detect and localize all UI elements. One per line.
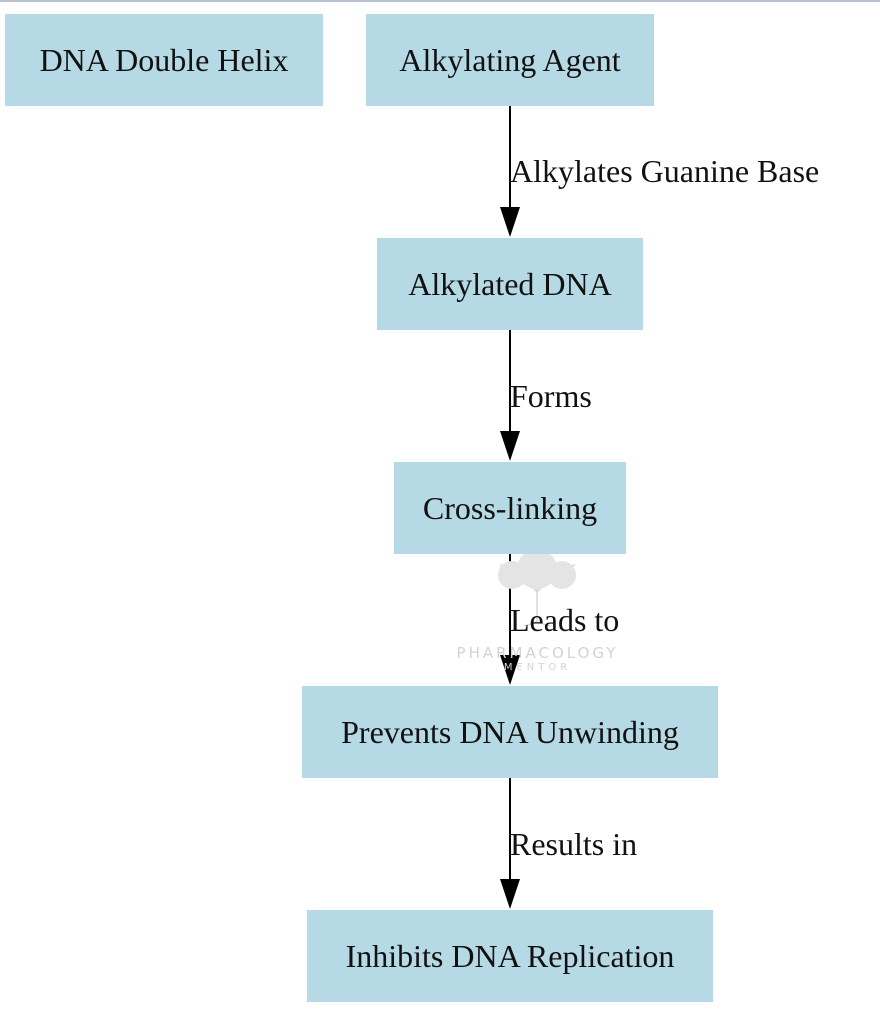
edge-label-leads-to: Leads to — [510, 602, 620, 638]
node-inhibits-dna-replication: Inhibits DNA Replication — [307, 910, 713, 1002]
edge-alkylated-to-crosslinking — [500, 330, 520, 461]
edge-label-alkylates-guanine: Alkylates Guanine Base — [510, 153, 820, 189]
edge-label-forms: Forms — [510, 378, 592, 414]
edge-agent-to-alkylated — [500, 106, 520, 237]
node-prevents-dna-unwinding: Prevents DNA Unwinding — [302, 686, 718, 778]
node-dna-double-helix: DNA Double Helix — [5, 14, 323, 106]
node-cross-linking: Cross-linking — [394, 462, 626, 554]
node-alkylating-agent: Alkylating Agent — [366, 14, 654, 106]
edge-prevents-to-inhibits — [500, 778, 520, 909]
node-alkylated-dna: Alkylated DNA — [377, 238, 643, 330]
edge-label-results-in: Results in — [510, 826, 638, 862]
